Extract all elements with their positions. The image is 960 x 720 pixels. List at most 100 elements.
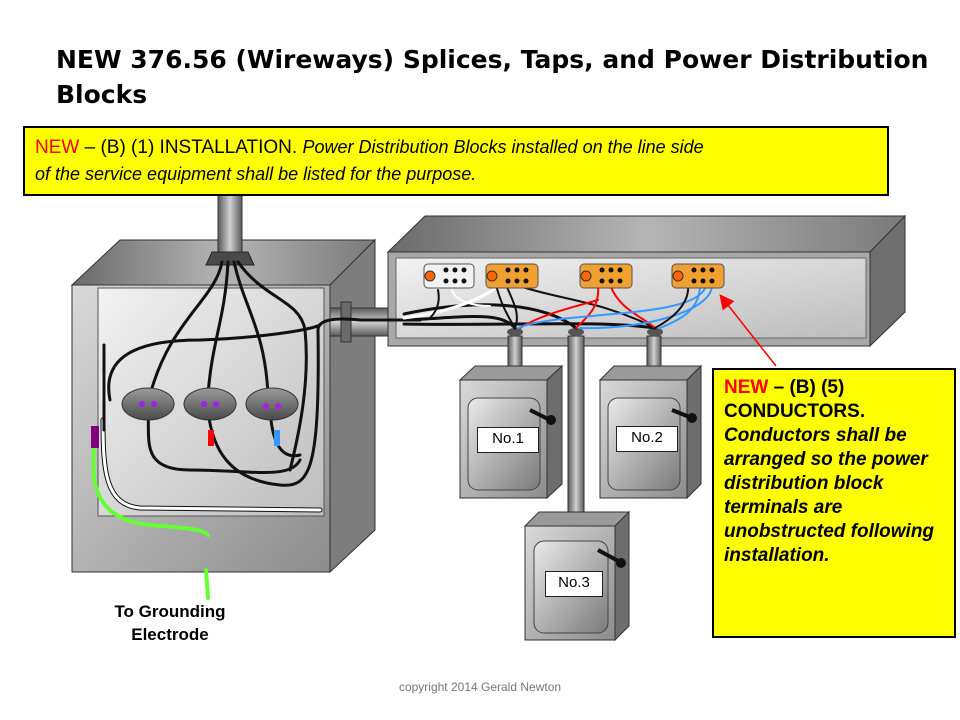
black-conductor bbox=[107, 323, 322, 402]
block-terminal bbox=[505, 267, 511, 273]
block-terminal bbox=[523, 278, 529, 284]
black-conductor bbox=[146, 408, 302, 474]
black-conductor bbox=[429, 289, 440, 319]
block-terminal bbox=[700, 267, 706, 273]
white-conductor bbox=[451, 289, 491, 307]
handle-knob bbox=[546, 415, 556, 425]
slide-title: NEW 376.56 (Wireways) Splices, Taps, and… bbox=[56, 45, 929, 109]
copyright-notice: copyright 2014 Gerald Newton bbox=[398, 680, 562, 694]
callout-heading: NEW – (B) (1) INSTALLATION. Power Distri… bbox=[35, 134, 877, 161]
ct-body bbox=[121, 387, 175, 421]
red-conductor bbox=[575, 284, 600, 329]
tap-conduit-2 bbox=[567, 335, 585, 513]
wireway-top bbox=[386, 215, 907, 253]
block-terminal bbox=[617, 278, 623, 284]
callout-rule: – (B) (1) INSTALLATION. bbox=[79, 137, 303, 158]
disconnect-label-no2: No.2 bbox=[616, 426, 678, 452]
black-conductor bbox=[515, 284, 656, 329]
block-terminal bbox=[514, 278, 520, 284]
callout-text-line1: Power Distribution Blocks installed on t… bbox=[302, 137, 704, 157]
knockout-1 bbox=[507, 328, 523, 336]
knockout-2 bbox=[568, 328, 584, 336]
conductors-callout: NEW – (B) (5) CONDUCTORS. Conductors sha… bbox=[712, 368, 956, 638]
distribution-block-a bbox=[485, 263, 539, 289]
ct-dot bbox=[263, 403, 269, 409]
ct-dot bbox=[139, 401, 145, 407]
block-terminal bbox=[608, 267, 614, 273]
handle-knob bbox=[616, 558, 626, 568]
red-marker bbox=[208, 430, 214, 446]
enclosure-side bbox=[329, 238, 376, 574]
tap-conduit-3 bbox=[646, 335, 662, 371]
black-conductor bbox=[206, 317, 422, 487]
block-terminal bbox=[452, 267, 458, 273]
ct-body bbox=[245, 387, 299, 421]
enclosure-wiring bbox=[91, 260, 422, 600]
purple-marker bbox=[91, 426, 99, 448]
blue-conductor bbox=[659, 284, 701, 329]
white-conductor bbox=[402, 283, 502, 320]
ct-dot bbox=[151, 401, 157, 407]
block-terminal bbox=[709, 267, 715, 273]
black-conductor bbox=[206, 260, 230, 397]
callout-text-line2: of the service equipment shall be listed… bbox=[35, 164, 477, 184]
disconnect-side bbox=[614, 510, 630, 642]
block-terminal bbox=[461, 278, 467, 284]
disconnect-label-no1: No.1 bbox=[477, 427, 539, 453]
red-conductor bbox=[609, 284, 656, 329]
conduit-fitting bbox=[205, 251, 255, 266]
block-terminal bbox=[523, 267, 529, 273]
block-terminal bbox=[452, 278, 458, 284]
black-conductor bbox=[148, 260, 224, 397]
block-terminal bbox=[691, 267, 697, 273]
handle-knob bbox=[687, 413, 697, 423]
grounding-conductor bbox=[91, 438, 210, 537]
grounding-conductor-out bbox=[204, 568, 210, 600]
block-terminal bbox=[514, 267, 520, 273]
block-lug bbox=[486, 270, 498, 282]
block-terminal bbox=[617, 267, 623, 273]
ct-dot bbox=[275, 403, 281, 409]
block-terminal bbox=[599, 278, 605, 284]
current-transformer-1 bbox=[121, 387, 175, 421]
disconnect-handle bbox=[597, 548, 621, 564]
neutral-white bbox=[101, 418, 322, 512]
callout-body: Conductors shall be arranged so the powe… bbox=[724, 425, 935, 566]
tap-conduit-1 bbox=[507, 335, 523, 371]
disconnect-side bbox=[546, 364, 563, 500]
black-conductor bbox=[495, 284, 516, 329]
nipple-flange bbox=[340, 301, 352, 343]
knockout-3 bbox=[647, 328, 663, 336]
new-tag: NEW bbox=[724, 377, 769, 398]
black-conductor bbox=[232, 260, 270, 397]
current-transformer-3 bbox=[245, 387, 299, 421]
grounding-electrode-label: To Grounding Electrode bbox=[114, 602, 226, 644]
block-terminal bbox=[505, 278, 511, 284]
blue-marker bbox=[274, 430, 280, 446]
block-lug bbox=[424, 270, 436, 282]
block-terminal bbox=[443, 267, 449, 273]
disconnect-top bbox=[523, 511, 631, 527]
block-terminal bbox=[691, 278, 697, 284]
wireway-wiring bbox=[402, 283, 713, 330]
callout-rule: – (B) (5) bbox=[768, 377, 845, 398]
distribution-block-c bbox=[671, 263, 725, 289]
disconnect-label-no3: No.3 bbox=[545, 571, 603, 597]
new-tag: NEW bbox=[35, 137, 80, 158]
service-conduit bbox=[217, 194, 243, 258]
disconnect-side bbox=[686, 364, 702, 500]
block-terminal bbox=[599, 267, 605, 273]
block-terminal bbox=[700, 278, 706, 284]
blue-conductor bbox=[517, 284, 707, 329]
block-terminal bbox=[461, 267, 467, 273]
callout-heading-2: CONDUCTORS. bbox=[724, 401, 866, 422]
callout-heading: NEW – (B) (5) bbox=[724, 376, 944, 400]
black-conductor bbox=[505, 284, 518, 329]
distribution-block-neutral bbox=[423, 263, 475, 289]
ct-dot bbox=[201, 401, 207, 407]
black-conductor bbox=[654, 284, 690, 329]
blue-conductor bbox=[579, 284, 713, 330]
leader-arrow bbox=[719, 294, 777, 367]
block-terminal bbox=[443, 278, 449, 284]
